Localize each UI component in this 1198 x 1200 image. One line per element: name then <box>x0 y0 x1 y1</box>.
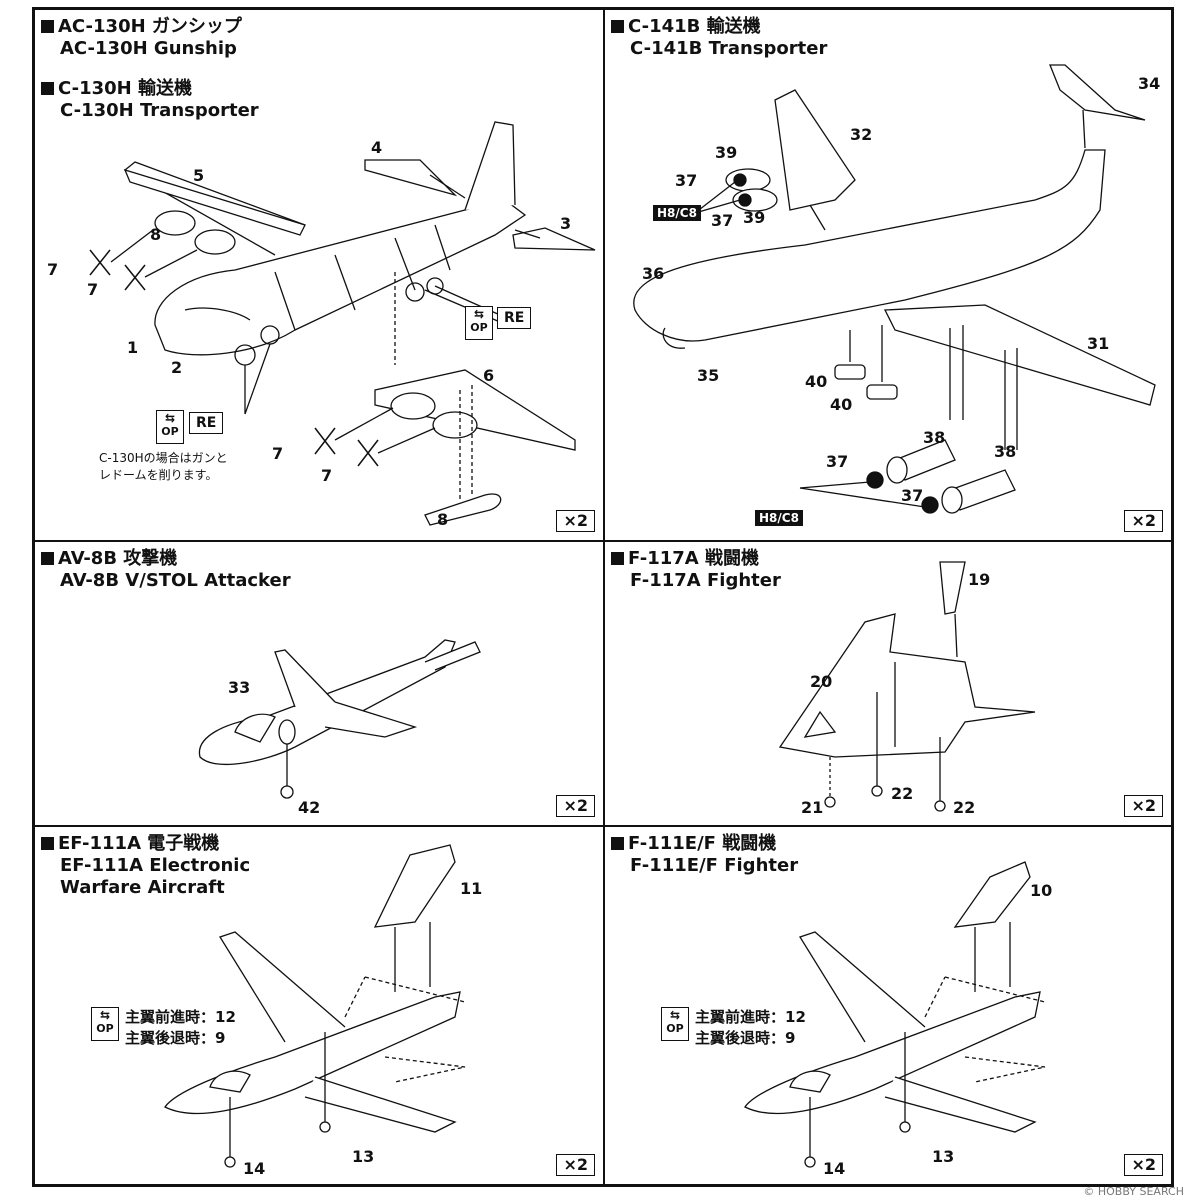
quantity-badge: ×2 <box>556 510 595 532</box>
av8b-title-jp: AV-8B 攻撃機 <box>58 548 178 569</box>
part-label: 37 <box>826 452 849 471</box>
part-label: 36 <box>642 264 665 283</box>
wing-forward: 主翼前進時：12 <box>695 1008 806 1026</box>
option-icon: ⇆OP <box>465 306 493 340</box>
part-label: 22 <box>891 784 914 803</box>
ac130-diagram <box>89 121 596 526</box>
part-label: 7 <box>87 280 99 299</box>
ef111-diagram <box>164 844 466 1168</box>
panel-ef111: EF-111A 電子戦機 EF-111A Electronic Warfare … <box>34 826 604 1185</box>
option-icon: ⇆OP <box>91 1007 119 1041</box>
part-label: 37 <box>675 171 698 190</box>
ef111-title-en2: Warfare Aircraft <box>60 877 225 898</box>
part-label: 35 <box>697 366 720 385</box>
re-box: RE <box>189 412 224 434</box>
quantity-badge: ×2 <box>1124 1154 1163 1176</box>
ef111-title: EF-111A 電子戦機 EF-111A Electronic Warfare … <box>41 833 250 899</box>
f111-diagram <box>744 861 1046 1168</box>
part-label: 10 <box>1030 881 1053 900</box>
f117-title-en: F-117A Fighter <box>630 570 781 591</box>
panel-c141: C-141B 輸送機 C-141B Transporter <box>604 9 1172 541</box>
f117-title-jp: F-117A 戦闘機 <box>628 548 759 569</box>
quantity-badge: ×2 <box>1124 795 1163 817</box>
part-label: 3 <box>560 214 572 233</box>
panel-av8b: AV-8B 攻撃機 AV-8B V/STOL Attacker 33 42 ×2 <box>34 541 604 826</box>
quantity-badge: ×2 <box>556 795 595 817</box>
ef111-title-jp: EF-111A 電子戦機 <box>58 833 220 854</box>
part-label: 31 <box>1087 334 1110 353</box>
wing-forward: 主翼前進時：12 <box>125 1008 236 1026</box>
wing-position-text: 主翼前進時：12 主翼後退時：9 <box>125 1007 236 1049</box>
av8b-diagram <box>198 639 481 799</box>
c130-title-jp: C-130H 輸送機 <box>58 78 192 99</box>
instruction-sheet: AC-130H ガンシップ AC-130H Gunship C-130H 輸送機… <box>32 7 1174 1187</box>
c141-title-jp: C-141B 輸送機 <box>628 16 761 37</box>
option-icon: ⇆OP <box>156 410 184 444</box>
paint-code: H8/C8 <box>755 510 803 526</box>
part-label: 1 <box>127 338 139 357</box>
part-label: 14 <box>243 1159 266 1178</box>
f111-title-jp: F-111E/F 戦闘機 <box>628 833 777 854</box>
c130-title: C-130H 輸送機 C-130H Transporter <box>41 78 259 122</box>
part-label: 38 <box>994 442 1017 461</box>
ac130-title-en: AC-130H Gunship <box>60 38 237 59</box>
part-label: 11 <box>460 879 483 898</box>
quantity-badge: ×2 <box>556 1154 595 1176</box>
watermark: © HOBBY SEARCH <box>1083 1185 1184 1198</box>
part-label: 5 <box>193 166 205 185</box>
part-label: 7 <box>47 260 59 279</box>
part-label: 4 <box>371 138 383 157</box>
wing-back: 主翼後退時：9 <box>695 1029 796 1047</box>
c141-diagram <box>633 64 1156 514</box>
ac130-title: AC-130H ガンシップ AC-130H Gunship <box>41 16 242 60</box>
part-label: 6 <box>483 366 495 385</box>
f117-diagram <box>778 561 1036 812</box>
wing-back: 主翼後退時：9 <box>125 1029 226 1047</box>
panel-f111: F-111E/F 戦闘機 F-111E/F Fighter 10 <box>604 826 1172 1185</box>
part-label: 22 <box>953 798 976 817</box>
ef111-title-en1: EF-111A Electronic <box>60 855 251 876</box>
panel-f117: F-117A 戦闘機 F-117A Fighter 19 20 22 21 22 <box>604 541 1172 826</box>
f111-title-en: F-111E/F Fighter <box>630 855 799 876</box>
quantity-badge: ×2 <box>1124 510 1163 532</box>
part-label: 37 <box>901 486 924 505</box>
c130-title-en: C-130H Transporter <box>60 100 259 121</box>
part-label: 38 <box>923 428 946 447</box>
part-label: 7 <box>272 444 284 463</box>
c141-title: C-141B 輸送機 C-141B Transporter <box>611 16 827 60</box>
c141-title-en: C-141B Transporter <box>630 38 828 59</box>
re-box: RE <box>497 307 532 329</box>
option-icon: ⇆OP <box>661 1007 689 1041</box>
part-label: 40 <box>830 395 853 414</box>
part-label: 7 <box>321 466 333 485</box>
part-label: 13 <box>352 1147 375 1166</box>
part-label: 20 <box>810 672 833 691</box>
f111-title: F-111E/F 戦闘機 F-111E/F Fighter <box>611 833 798 877</box>
part-label: 34 <box>1138 74 1161 93</box>
part-label: 42 <box>298 798 321 817</box>
part-label: 19 <box>968 570 991 589</box>
part-label: 8 <box>150 225 162 244</box>
part-label: 14 <box>823 1159 846 1178</box>
av8b-title: AV-8B 攻撃機 AV-8B V/STOL Attacker <box>41 548 291 592</box>
part-label: 39 <box>715 143 738 162</box>
part-label: 37 <box>711 211 734 230</box>
ac130-title-jp: AC-130H ガンシップ <box>58 16 242 37</box>
f117-title: F-117A 戦闘機 F-117A Fighter <box>611 548 781 592</box>
part-label: 39 <box>743 208 766 227</box>
part-label: 8 <box>437 510 449 529</box>
panel-ac130: AC-130H ガンシップ AC-130H Gunship C-130H 輸送機… <box>34 9 604 541</box>
paint-code: H8/C8 <box>653 205 701 221</box>
part-label: 21 <box>801 798 824 817</box>
part-label: 2 <box>171 358 183 377</box>
wing-position-text: 主翼前進時：12 主翼後退時：9 <box>695 1007 806 1049</box>
av8b-title-en: AV-8B V/STOL Attacker <box>60 570 291 591</box>
part-label: 40 <box>805 372 828 391</box>
part-label: 32 <box>850 125 873 144</box>
part-label: 33 <box>228 678 251 697</box>
part-label: 13 <box>932 1147 955 1166</box>
c130-note: C-130Hの場合はガンと レドームを削ります。 <box>99 451 228 482</box>
